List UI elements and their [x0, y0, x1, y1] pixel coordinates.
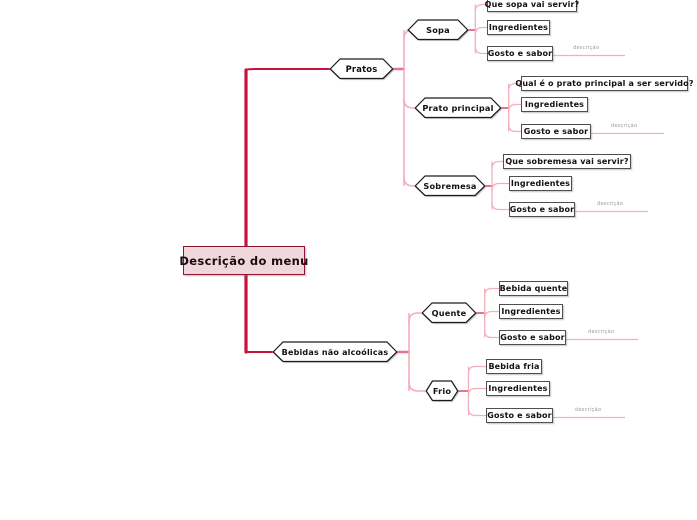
- leaf-node-label: Gosto e sabor: [523, 127, 589, 136]
- subbranch-node-frio[interactable]: Frio: [425, 380, 460, 403]
- leaf-node[interactable]: Bebida fria: [486, 359, 542, 374]
- leaf-node-label: Ingredientes: [510, 179, 571, 188]
- branch-node-pratos-label: Pratos: [345, 64, 378, 74]
- leaf-node[interactable]: Gosto e sabor: [486, 408, 553, 423]
- branch-node-pratos[interactable]: Pratos: [329, 58, 395, 81]
- leaf-node[interactable]: Qual é o prato principal a ser servido?: [515, 76, 693, 91]
- leaf-node-label: Qual é o prato principal a ser servido?: [515, 79, 694, 88]
- leaf-node-label: Que sobremesa vai servir?: [505, 157, 629, 166]
- leaf-node[interactable]: Gosto e sabor: [521, 124, 591, 139]
- subbranch-node-sobremesa-label: Sobremesa: [423, 181, 477, 191]
- subbranch-node-quente-label: Quente: [431, 308, 467, 318]
- subbranch-node-sopa[interactable]: Sopa: [407, 19, 470, 42]
- edge-label-descricao: descrição: [597, 201, 624, 207]
- subbranch-node-prato-principal-label: Prato principal: [422, 103, 494, 113]
- edge-label-descricao: descrição: [573, 45, 600, 51]
- subbranch-node-sopa-label: Sopa: [426, 25, 450, 35]
- leaf-node-label: Ingredientes: [488, 384, 548, 393]
- leaf-node[interactable]: Que sobremesa vai servir?: [503, 154, 631, 169]
- leaf-node[interactable]: Gosto e sabor: [487, 46, 553, 61]
- edge-label-descricao: descrição: [611, 123, 638, 129]
- branch-node-bebidas-label: Bebidas não alcoólicas: [281, 347, 389, 357]
- leaf-node[interactable]: Gosto e sabor: [509, 202, 575, 217]
- leaf-node[interactable]: Que sopa vai servir?: [484, 0, 580, 12]
- subbranch-node-quente[interactable]: Quente: [421, 302, 478, 325]
- subbranch-node-sobremesa[interactable]: Sobremesa: [414, 175, 487, 198]
- edge-label-descricao: descrição: [575, 407, 602, 413]
- leaf-node-label: Bebida quente: [499, 284, 568, 293]
- leaf-node[interactable]: Ingredientes: [487, 20, 550, 35]
- leaf-node-label: Que sopa vai servir?: [484, 0, 580, 9]
- leaf-node-label: Gosto e sabor: [487, 49, 553, 58]
- leaf-node[interactable]: Ingredientes: [521, 97, 588, 112]
- branch-node-bebidas[interactable]: Bebidas não alcoólicas: [272, 341, 399, 364]
- mindmap-root-node[interactable]: Descrição do menu: [179, 246, 308, 275]
- leaf-node-label: Gosto e sabor: [487, 411, 552, 420]
- leaf-node-label: Ingredientes: [501, 307, 561, 316]
- leaf-node-label: Gosto e sabor: [509, 205, 575, 214]
- leaf-node[interactable]: Bebida quente: [499, 281, 568, 296]
- leaf-node-label: Bebida fria: [488, 362, 540, 371]
- leaf-node-label: Ingredientes: [524, 100, 585, 109]
- leaf-node-label: Gosto e sabor: [500, 333, 565, 342]
- leaf-node-label: Ingredientes: [488, 23, 549, 32]
- root-node-label: Descrição do menu: [179, 253, 309, 268]
- leaf-node[interactable]: Ingredientes: [499, 304, 563, 319]
- edge-label-descricao: descrição: [588, 329, 615, 335]
- leaf-node[interactable]: Gosto e sabor: [499, 330, 566, 345]
- leaf-node[interactable]: Ingredientes: [509, 176, 572, 191]
- subbranch-node-frio-label: Frio: [432, 386, 452, 396]
- subbranch-node-prato-principal[interactable]: Prato principal: [414, 97, 503, 120]
- leaf-node[interactable]: Ingredientes: [486, 381, 550, 396]
